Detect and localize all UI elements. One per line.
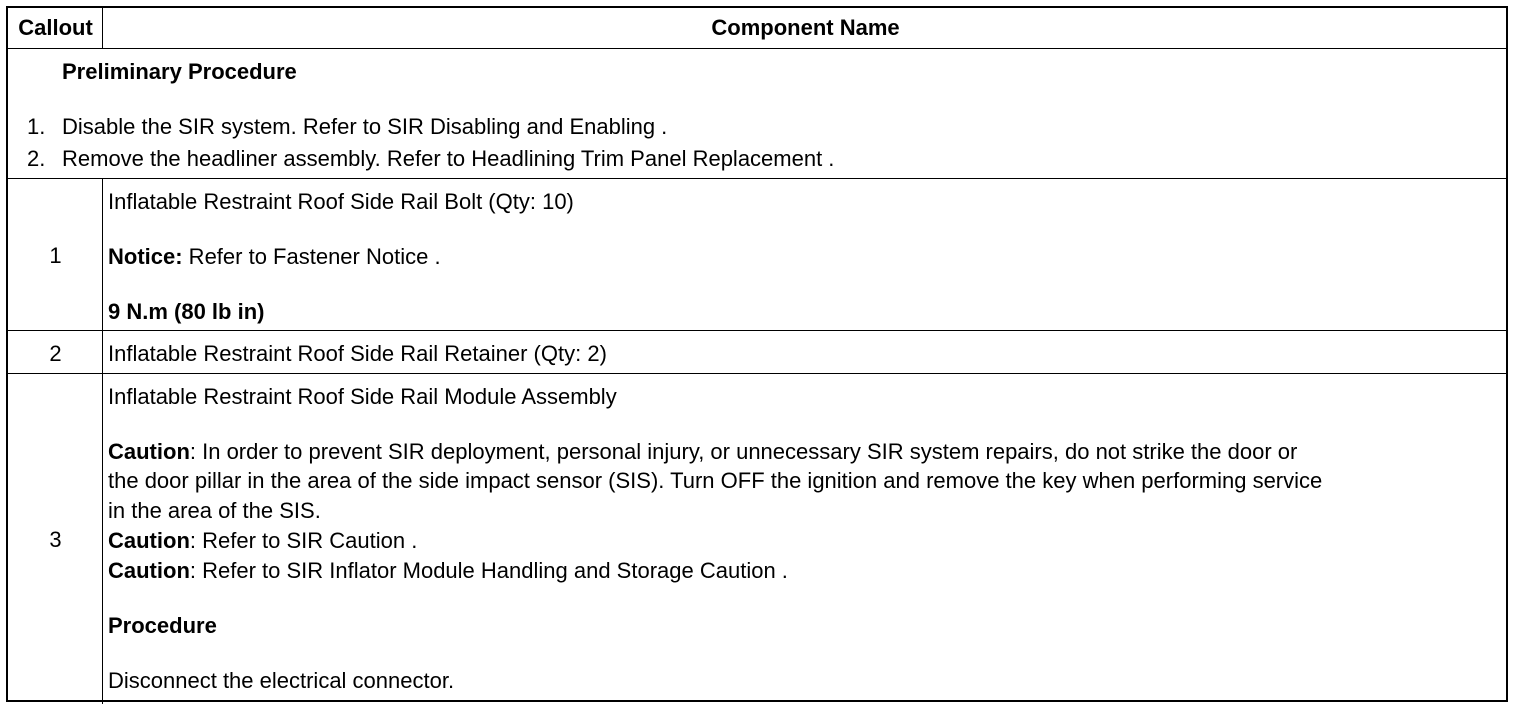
row-3-procedure-text: Disconnect the electrical connector.: [108, 668, 455, 693]
caution-label: Caution: [108, 558, 190, 583]
preliminary-title: Preliminary Procedure: [62, 59, 297, 84]
column-divider-body: [102, 178, 103, 704]
row2-divider: [8, 373, 1506, 374]
row-1-torque: 9 N.m (80 lb in): [108, 299, 265, 324]
preliminary-divider: [8, 178, 1506, 179]
row-3-caution-3: Caution: Refer to SIR Inflator Module Ha…: [108, 558, 788, 584]
callout-header: Callout: [18, 15, 93, 40]
step-1-text: Disable the SIR system. Refer to SIR Dis…: [62, 114, 668, 139]
row-1-callout: 1: [49, 243, 62, 268]
step-1-number: 1.: [27, 114, 46, 139]
row-3-procedure-label: Procedure: [108, 613, 217, 638]
step-2-number: 2.: [27, 146, 46, 171]
caution-2-text: : Refer to SIR Caution .: [189, 528, 418, 553]
row1-divider: [8, 330, 1506, 331]
row-3-caution-1-line-1: Caution: In order to prevent SIR deploym…: [108, 439, 1297, 465]
step-2-text: Remove the headliner assembly. Refer to …: [62, 146, 835, 171]
row-3-name: Inflatable Restraint Roof Side Rail Modu…: [108, 384, 617, 409]
row-3-caution-1-line-2: the door pillar in the area of the side …: [108, 468, 1323, 493]
notice-text: Refer to Fastener Notice .: [182, 244, 441, 269]
row-2-callout: 2: [49, 341, 62, 366]
caution-label: Caution: [108, 439, 190, 464]
component-table: Callout Component Name Preliminary Proce…: [6, 6, 1508, 704]
component-name-header: Component Name: [711, 15, 900, 40]
header-divider: [8, 48, 1506, 49]
row-3-caution-1-line-3: in the area of the SIS.: [108, 498, 321, 523]
row-3-caution-2: Caution: Refer to SIR Caution .: [108, 528, 417, 554]
notice-label: Notice:: [108, 244, 183, 269]
row-1-name: Inflatable Restraint Roof Side Rail Bolt…: [108, 189, 574, 214]
caution-3-text: : Refer to SIR Inflator Module Handling …: [189, 558, 788, 583]
caution-label: Caution: [108, 528, 190, 553]
row-3-callout: 3: [49, 527, 62, 552]
row-1-notice: Notice: Refer to Fastener Notice .: [108, 244, 441, 270]
column-divider-header: [102, 8, 103, 48]
caution-1-text: : In order to prevent SIR deployment, pe…: [189, 439, 1298, 464]
row-2-name: Inflatable Restraint Roof Side Rail Reta…: [108, 341, 607, 366]
